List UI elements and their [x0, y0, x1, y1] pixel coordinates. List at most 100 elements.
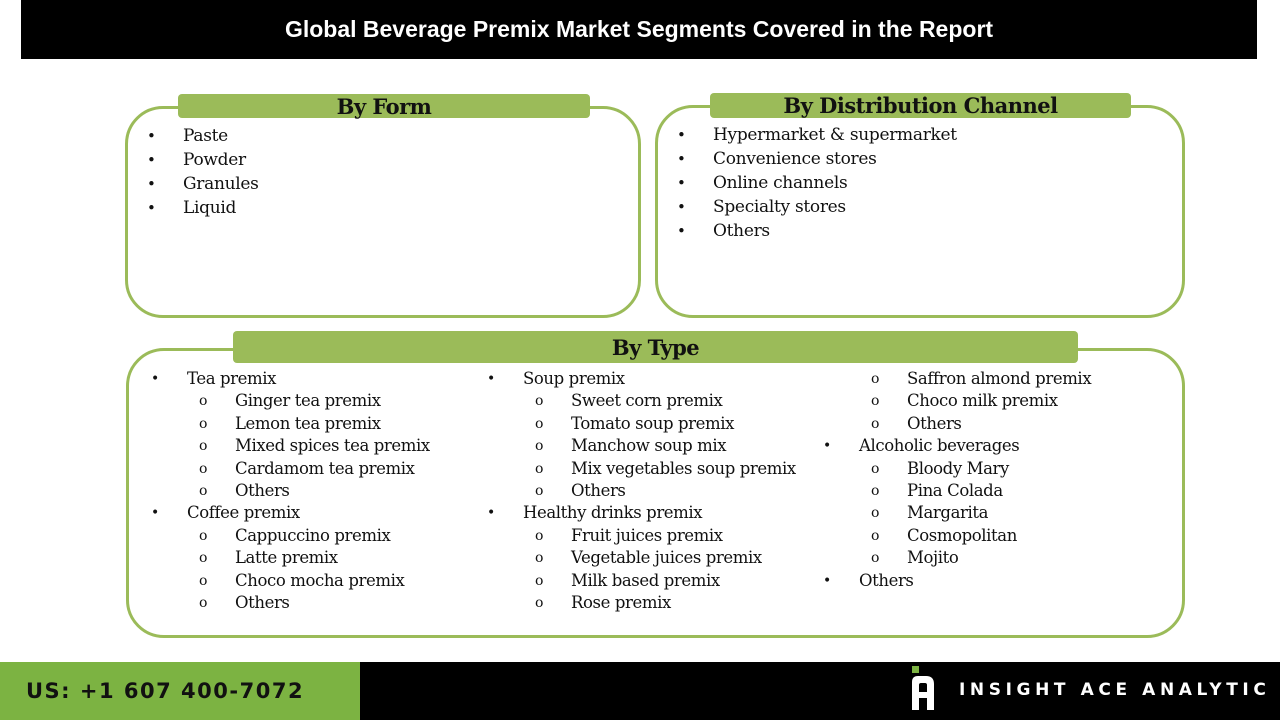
bullet-icon: •: [151, 371, 159, 387]
type-label: Cardamom tea premix: [235, 458, 415, 478]
bullet-icon: •: [147, 199, 156, 217]
circle-bullet-icon: o: [199, 595, 208, 612]
circle-bullet-icon: o: [871, 505, 880, 522]
circle-bullet-icon: o: [871, 371, 880, 387]
type-label: Tea premix: [187, 369, 277, 388]
list-item: •Paste: [147, 126, 228, 146]
by-type-title: By Type: [611, 334, 700, 360]
circle-bullet-icon: o: [199, 527, 208, 544]
by-form-title: By Form: [336, 93, 432, 119]
bullet-icon: •: [677, 150, 686, 168]
by-distribution-panel: [655, 105, 1185, 318]
circle-bullet-icon: o: [535, 483, 544, 500]
circle-bullet-icon: o: [535, 438, 544, 455]
bullet-icon: •: [147, 151, 156, 169]
type-label: Ginger tea premix: [235, 391, 381, 411]
type-label: Tomato soup premix: [571, 413, 735, 433]
by-type-panel: [126, 348, 1185, 638]
type-subcategory: o Choco mocha premix: [151, 570, 430, 592]
type-label: Milk based premix: [571, 570, 720, 590]
type-label: Manchow soup mix: [571, 436, 727, 456]
circle-bullet-icon: o: [199, 438, 208, 455]
contact-phone[interactable]: US: +1 607 400-7072: [26, 679, 305, 703]
type-subcategory: o Tomato soup premix: [487, 413, 796, 435]
brand-name: INSIGHT ACE ANALYTIC: [959, 680, 1271, 700]
type-subcategory: o Ginger tea premix: [151, 390, 430, 412]
footer-brand-bar: [360, 662, 1280, 720]
circle-bullet-icon: o: [535, 393, 544, 410]
by-form-list: •Paste •Powder •Granules •Liquid: [147, 124, 259, 220]
type-subcategory: o Lemon tea premix: [151, 413, 430, 435]
type-category: • Tea premix: [151, 368, 430, 390]
type-category: • Coffee premix: [151, 502, 430, 524]
circle-bullet-icon: o: [871, 527, 880, 544]
type-label: Choco milk premix: [907, 391, 1058, 411]
type-label: Saffron almond premix: [907, 369, 1092, 388]
circle-bullet-icon: o: [535, 415, 544, 432]
type-label: Vegetable juices premix: [571, 548, 762, 568]
bullet-icon: •: [823, 572, 831, 589]
type-label: Coffee premix: [187, 503, 300, 523]
type-subcategory: o Manchow soup mix: [487, 435, 796, 457]
type-category: • Healthy drinks premix: [487, 502, 796, 524]
circle-bullet-icon: o: [199, 393, 208, 410]
type-label: Mixed spices tea premix: [235, 436, 430, 456]
type-category: •Soup premix: [487, 368, 796, 390]
list-item: •Convenience stores: [677, 149, 877, 169]
bullet-icon: •: [151, 505, 159, 522]
list-item: •Specialty stores: [677, 197, 846, 217]
circle-bullet-icon: o: [535, 595, 544, 612]
by-type-header: By Type: [233, 331, 1078, 363]
type-label: Others: [907, 413, 962, 433]
bullet-icon: •: [147, 175, 156, 193]
type-subcategory: o Others: [151, 592, 430, 614]
type-label: Healthy drinks premix: [523, 503, 703, 523]
type-label: Cappuccino premix: [235, 525, 391, 545]
footer-phone-bar: US: +1 607 400-7072: [0, 662, 360, 720]
type-subcategory: o Rose premix: [487, 592, 796, 614]
bullet-icon: •: [677, 198, 686, 216]
circle-bullet-icon: o: [199, 483, 208, 500]
by-form-header: By Form: [178, 93, 590, 119]
circle-bullet-icon: o: [871, 460, 880, 477]
page-title: Global Beverage Premix Market Segments C…: [284, 16, 994, 42]
type-label: Lemon tea premix: [235, 413, 381, 433]
circle-bullet-icon: o: [535, 550, 544, 567]
list-item: •Hypermarket & supermarket: [677, 125, 957, 145]
title-bar: Global Beverage Premix Market Segments C…: [21, 0, 1257, 59]
bullet-icon: •: [677, 174, 686, 192]
by-distribution-title: By Distribution Channel: [783, 93, 1058, 118]
type-subcategory: o Vegetable juices premix: [487, 547, 796, 569]
type-subcategory: o Cappuccino premix: [151, 525, 430, 547]
bullet-icon: •: [677, 126, 686, 144]
type-label: Choco mocha premix: [235, 570, 405, 590]
type-label: Alcoholic beverages: [859, 436, 1020, 456]
circle-bullet-icon: o: [199, 415, 208, 432]
bullet-icon: •: [487, 505, 495, 522]
type-label: Others: [859, 570, 914, 590]
type-label: Pina Colada: [907, 481, 1003, 501]
circle-bullet-icon: o: [199, 572, 208, 589]
type-label: Rose premix: [571, 593, 671, 613]
circle-bullet-icon: o: [199, 550, 208, 567]
list-item: •Granules: [147, 174, 259, 194]
insight-ace-logo-icon: [912, 666, 934, 710]
bullet-icon: •: [677, 222, 686, 240]
type-label: Fruit juices premix: [571, 525, 723, 545]
type-label: Others: [235, 593, 290, 613]
list-item: •Others: [677, 221, 770, 241]
bullet-icon: •: [487, 371, 495, 387]
by-distribution-list: •Hypermarket & supermarket •Convenience …: [677, 123, 957, 243]
